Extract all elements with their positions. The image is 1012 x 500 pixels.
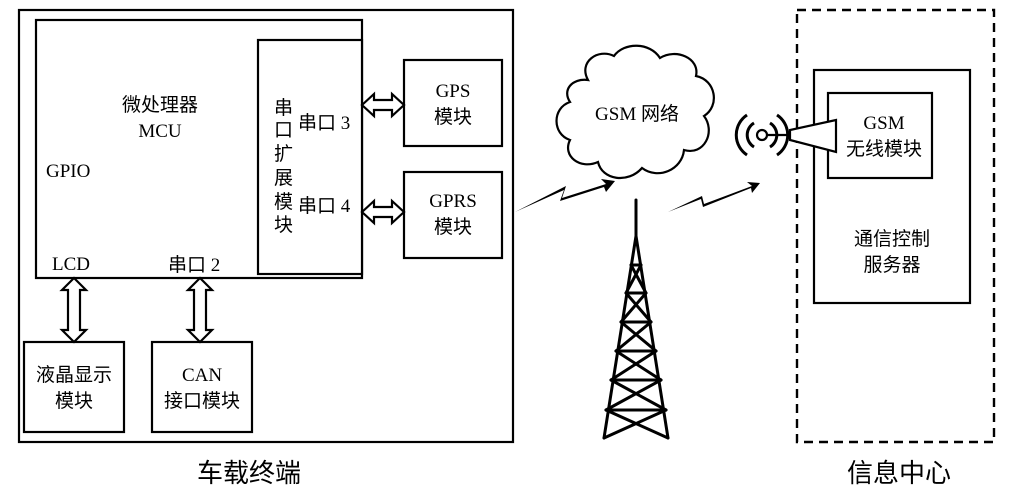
serial3-label: 串口 3 — [298, 112, 350, 134]
gps-label-line2: 模块 — [434, 106, 472, 128]
gsm-network-cloud — [555, 44, 715, 180]
serial-expansion-label: 串 口 扩 展 模 块 — [274, 97, 293, 236]
vehicle-terminal-title: 车载终端 — [197, 459, 301, 488]
lcd-label: LCD — [52, 254, 90, 275]
gsm-wireless-module — [826, 91, 934, 180]
mcu-label-line1: 微处理器 — [122, 94, 198, 116]
gsm-module-label-line1: GSM — [863, 113, 904, 134]
gsm-module-label-line2: 无线模块 — [846, 138, 922, 160]
info-center-title: 信息中心 — [847, 459, 951, 488]
vehicle-terminal-frame — [17, 8, 515, 444]
info-center-frame — [795, 8, 996, 444]
can-double-arrow — [185, 276, 215, 344]
lcd-display-module — [22, 340, 126, 434]
can-label-line1: CAN — [182, 365, 222, 386]
gps-module — [402, 58, 504, 148]
expansion-char: 口 — [274, 120, 293, 141]
lcd-double-arrow — [59, 276, 89, 344]
serial-expansion-module — [256, 38, 364, 276]
expansion-char: 展 — [274, 168, 293, 189]
gpio-label: GPIO — [46, 161, 90, 182]
expansion-char: 模 — [274, 191, 293, 213]
can-label-line2: 接口模块 — [164, 390, 240, 412]
lcd-display-label-line1: 液晶显示 — [36, 364, 112, 386]
expansion-char: 块 — [274, 214, 293, 236]
lightning-link-right — [668, 182, 760, 212]
antenna-horn — [788, 118, 838, 154]
gprs-module — [402, 170, 504, 260]
antenna-emitter — [755, 128, 769, 142]
serial4-double-arrow — [360, 198, 406, 226]
signal-waves-icon — [734, 113, 790, 157]
gsm-tower — [602, 198, 670, 440]
gprs-label-line1: GPRS — [429, 191, 477, 212]
serial4-label: 串口 4 — [298, 195, 351, 217]
expansion-char: 串 — [274, 97, 293, 119]
lcd-display-label-line2: 模块 — [55, 390, 93, 412]
mcu-label-line2: MCU — [138, 121, 182, 142]
expansion-char: 扩 — [274, 143, 293, 165]
gprs-label-line2: 模块 — [434, 216, 472, 238]
can-interface-module — [150, 340, 254, 434]
gsm-network-label: GSM 网络 — [595, 103, 679, 125]
gps-label-line1: GPS — [436, 81, 471, 102]
lightning-link-left — [515, 179, 615, 212]
server-label-line2: 服务器 — [863, 254, 920, 276]
serial2-label: 串口 2 — [168, 254, 220, 276]
server-label-line1: 通信控制 — [854, 228, 930, 250]
serial3-double-arrow — [360, 91, 406, 119]
